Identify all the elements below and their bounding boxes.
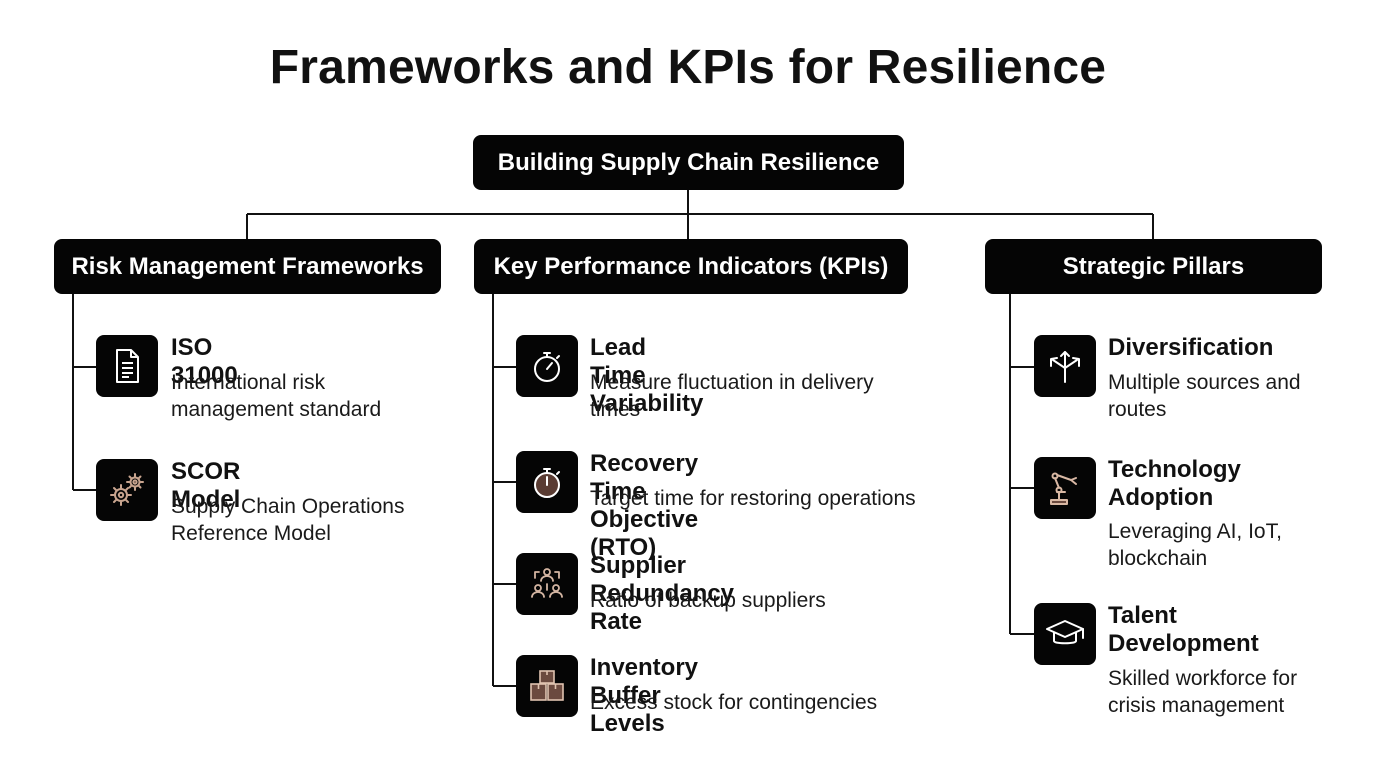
item-title: Recovery Time Objective (RTO) — [590, 450, 699, 561]
item-description: Supply Chain Operations Reference Model — [171, 495, 405, 545]
stopwatch-icon — [516, 335, 578, 397]
item-title: Supplier Redundancy Rate — [590, 552, 735, 635]
item-description: Multiple sources and routes — [1108, 371, 1301, 421]
item-description: Leveraging AI, IoT, blockchain — [1108, 520, 1282, 570]
item-description: International risk management standard — [171, 371, 382, 421]
item-description: Ratio of backup suppliers — [590, 589, 826, 612]
stacked-boxes-icon — [516, 655, 578, 717]
item-title: ISO 31000 — [171, 334, 238, 389]
column-header-kpis: Key Performance Indicators (KPIs) — [474, 239, 908, 294]
robot-arm-icon — [1034, 457, 1096, 519]
item-description: Target time for restoring operations — [590, 487, 916, 510]
column-header-strategic-pillars: Strategic Pillars — [985, 239, 1322, 294]
root-node: Building Supply Chain Resilience — [473, 135, 904, 190]
item-description: Measure fluctuation in delivery times — [590, 371, 874, 421]
item-title: Lead Time Variability — [590, 334, 704, 417]
item-title: Talent Development — [1108, 602, 1259, 657]
split-arrows-icon — [1034, 335, 1096, 397]
item-title: Technology Adoption — [1108, 456, 1241, 511]
item-description: Skilled workforce for crisis management — [1108, 667, 1298, 717]
item-title: Diversification — [1108, 334, 1274, 361]
page-title: Frameworks and KPIs for Resilience — [269, 41, 1107, 94]
stopwatch-filled-icon — [516, 451, 578, 513]
document-icon — [96, 335, 158, 397]
item-title: SCOR Model — [171, 458, 241, 513]
item-title: Inventory Buffer Levels — [590, 654, 699, 737]
item-description: Excess stock for contingencies — [590, 691, 878, 714]
graduation-cap-icon — [1034, 603, 1096, 665]
gears-icon — [96, 459, 158, 521]
network-people-icon — [516, 553, 578, 615]
column-header-risk-frameworks: Risk Management Frameworks — [54, 239, 441, 294]
